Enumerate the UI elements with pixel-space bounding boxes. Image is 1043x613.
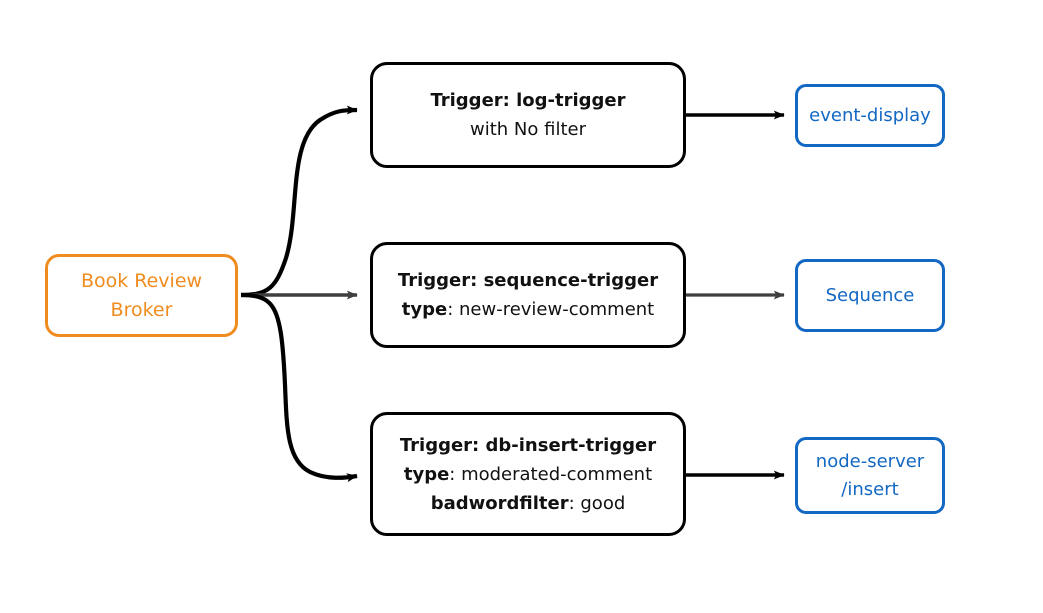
db-insert-trigger-line3: badwordfilter: good [431,489,626,518]
log-trigger-line2: with No filter [470,115,586,144]
broker-label-line1: Book Review [80,269,203,292]
db-insert-trigger-line3-value: : good [568,492,626,514]
event-display-label: event-display [809,104,931,126]
node-book-review-broker[interactable]: Book Review Broker [45,254,238,337]
sequence-trigger-line2: type: new-review-comment [402,295,654,324]
db-insert-trigger-line2-key: type [403,463,450,485]
db-insert-trigger-line2-value: : moderated-comment [449,463,653,485]
node-node-server-insert[interactable]: node-server /insert [795,437,945,514]
node-event-display[interactable]: event-display [795,84,945,147]
db-insert-trigger-line1: Trigger: db-insert-trigger [399,434,657,456]
node-sequence[interactable]: Sequence [795,259,945,332]
sequence-label: Sequence [825,284,915,306]
edge-broker-to-log-trigger [240,105,358,298]
db-insert-trigger-line2: type: moderated-comment [404,460,652,489]
node-server-label-line2: /insert [841,478,899,500]
node-server-label-line1: node-server [815,450,925,472]
node-log-trigger[interactable]: Trigger: log-trigger with No filter [370,62,686,168]
node-db-insert-trigger[interactable]: Trigger: db-insert-trigger type: moderat… [370,412,686,536]
log-trigger-line1: Trigger: log-trigger [430,90,626,111]
sequence-trigger-line1: Trigger: sequence-trigger [397,270,659,291]
sequence-trigger-line2-value: : new-review-comment [447,299,655,320]
sequence-trigger-line2-key: type [401,299,448,320]
broker-label-line2: Broker [110,298,173,321]
node-sequence-trigger[interactable]: Trigger: sequence-trigger type: new-revi… [370,242,686,348]
log-trigger-line2-value: with No filter [470,119,586,140]
db-insert-trigger-line3-key: badwordfilter [430,492,569,514]
edge-broker-to-db-insert-trigger [240,292,358,483]
